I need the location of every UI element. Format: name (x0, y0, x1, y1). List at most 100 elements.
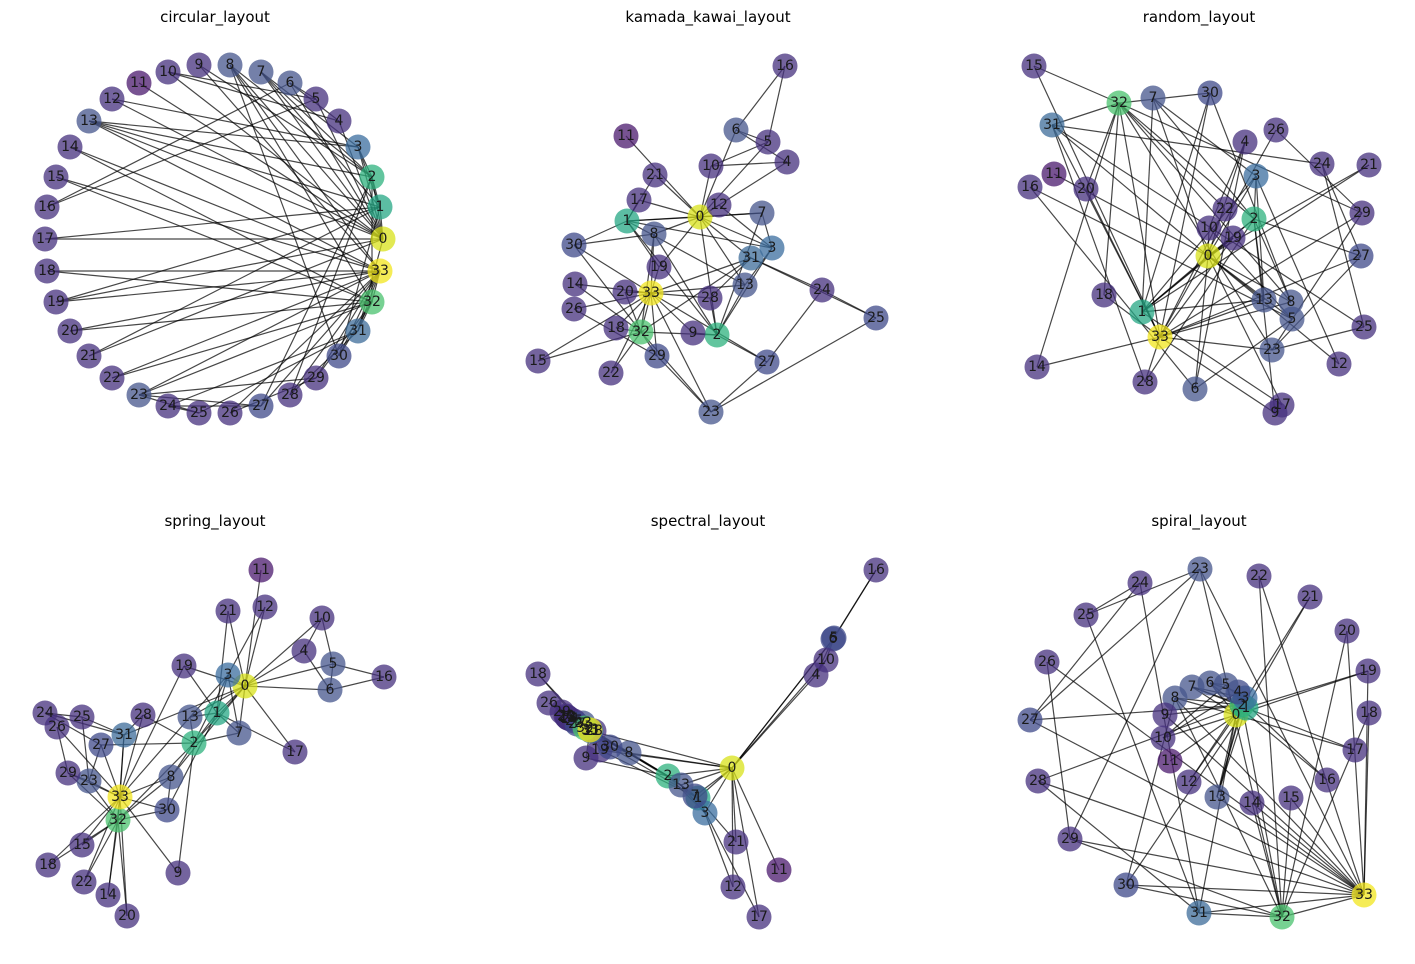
node-label-2: 2 (368, 169, 377, 185)
node-29 (1057, 826, 1083, 852)
node-label-26: 26 (48, 719, 66, 735)
node-15 (43, 164, 69, 190)
node-label-7: 7 (691, 788, 700, 804)
node-label-5: 5 (1222, 677, 1231, 693)
edge-18-32 (46, 270, 373, 303)
edge-4-10 (1162, 691, 1239, 739)
node-label-21: 21 (1360, 157, 1378, 173)
node-10 (1196, 215, 1222, 241)
edge-0-3 (699, 216, 773, 249)
node-4 (774, 149, 800, 175)
node-label-24: 24 (159, 398, 177, 414)
edge-14-32 (1036, 102, 1120, 368)
node-20 (1073, 176, 1099, 202)
edge-32-33 (1118, 102, 1161, 338)
node-label-32: 32 (632, 324, 650, 340)
node-9 (680, 320, 706, 346)
edge-2-8 (653, 233, 718, 336)
node-16 (34, 194, 60, 220)
edge-1-17 (1245, 707, 1356, 751)
edge-28-31 (289, 330, 359, 396)
node-label-8: 8 (167, 769, 176, 785)
edge-23-33 (1159, 336, 1273, 351)
node-16 (1017, 174, 1043, 200)
node-label-29: 29 (1353, 205, 1371, 221)
node-24 (1127, 570, 1153, 596)
node-28 (277, 382, 303, 408)
edge-23-32 (1118, 102, 1273, 351)
node-label-8: 8 (650, 226, 659, 242)
node-label-8: 8 (625, 745, 634, 761)
node-8 (158, 764, 184, 790)
node-label-19: 19 (650, 259, 668, 275)
node-11 (1157, 748, 1183, 774)
edge-13-33 (1216, 796, 1365, 896)
node-label-1: 1 (623, 213, 632, 229)
node-11 (126, 70, 152, 96)
node-14 (562, 271, 588, 297)
node-label-16: 16 (1021, 179, 1039, 195)
node-23 (1187, 556, 1213, 582)
node-31 (1039, 112, 1065, 138)
node-label-26: 26 (1267, 122, 1285, 138)
edge-8-30 (1209, 92, 1292, 303)
node-label-24: 24 (1131, 575, 1149, 591)
node-5 (303, 86, 329, 112)
node-label-4: 4 (335, 113, 344, 129)
edge-0-7 (260, 71, 384, 240)
node-label-13: 13 (736, 277, 754, 293)
node-label-23: 23 (80, 773, 98, 789)
node-label-22: 22 (103, 370, 121, 386)
node-label-6: 6 (1206, 675, 1215, 691)
node-7 (749, 200, 775, 226)
edge-3-12 (227, 606, 266, 676)
node-13 (732, 272, 758, 298)
node-label-11: 11 (770, 862, 788, 878)
edge-9-33 (198, 64, 381, 272)
node-label-27: 27 (1021, 712, 1039, 728)
node-label-10: 10 (702, 158, 720, 174)
node-33 (107, 784, 133, 810)
node-label-3: 3 (354, 139, 363, 155)
edge-26-33 (229, 270, 381, 414)
edge-0-8 (229, 64, 384, 240)
node-label-0: 0 (696, 209, 705, 225)
node-label-32: 32 (576, 720, 594, 736)
node-6 (1182, 376, 1208, 402)
node-label-8: 8 (226, 57, 235, 73)
node-6 (317, 677, 343, 703)
node-19 (171, 653, 197, 679)
node-26 (1034, 649, 1060, 675)
node-label-15: 15 (1025, 58, 1043, 74)
node-label-11: 11 (130, 75, 148, 91)
node-label-33: 33 (1151, 329, 1169, 345)
edge-24-25 (1321, 163, 1365, 328)
edge-0-10 (167, 71, 384, 240)
node-label-7: 7 (1149, 90, 1158, 106)
node-label-1: 1 (1242, 700, 1251, 716)
node-label-13: 13 (1255, 292, 1273, 308)
node-19 (1220, 225, 1246, 251)
node-label-26: 26 (1038, 654, 1056, 670)
node-5 (755, 129, 781, 155)
edge-29-32 (1118, 102, 1363, 214)
edges-random-layout (1029, 65, 1370, 414)
node-label-29: 29 (648, 348, 666, 364)
edge-1-17 (216, 712, 296, 753)
edge-3-13 (1255, 175, 1265, 301)
edge-8-33 (1174, 697, 1365, 896)
node-label-22: 22 (558, 709, 576, 725)
edge-15-33 (55, 176, 381, 272)
edge-23-27 (1029, 568, 1201, 721)
node-label-2: 2 (713, 327, 722, 343)
node-label-21: 21 (219, 603, 237, 619)
node-4 (291, 638, 317, 664)
node-label-10: 10 (1154, 730, 1172, 746)
node-13 (177, 704, 203, 730)
edge-24-27 (1029, 582, 1141, 721)
node-14 (1239, 790, 1265, 816)
edge-28-31 (1051, 124, 1146, 383)
node-label-16: 16 (38, 199, 56, 215)
node-label-18: 18 (1360, 705, 1378, 721)
node-28 (130, 702, 156, 728)
